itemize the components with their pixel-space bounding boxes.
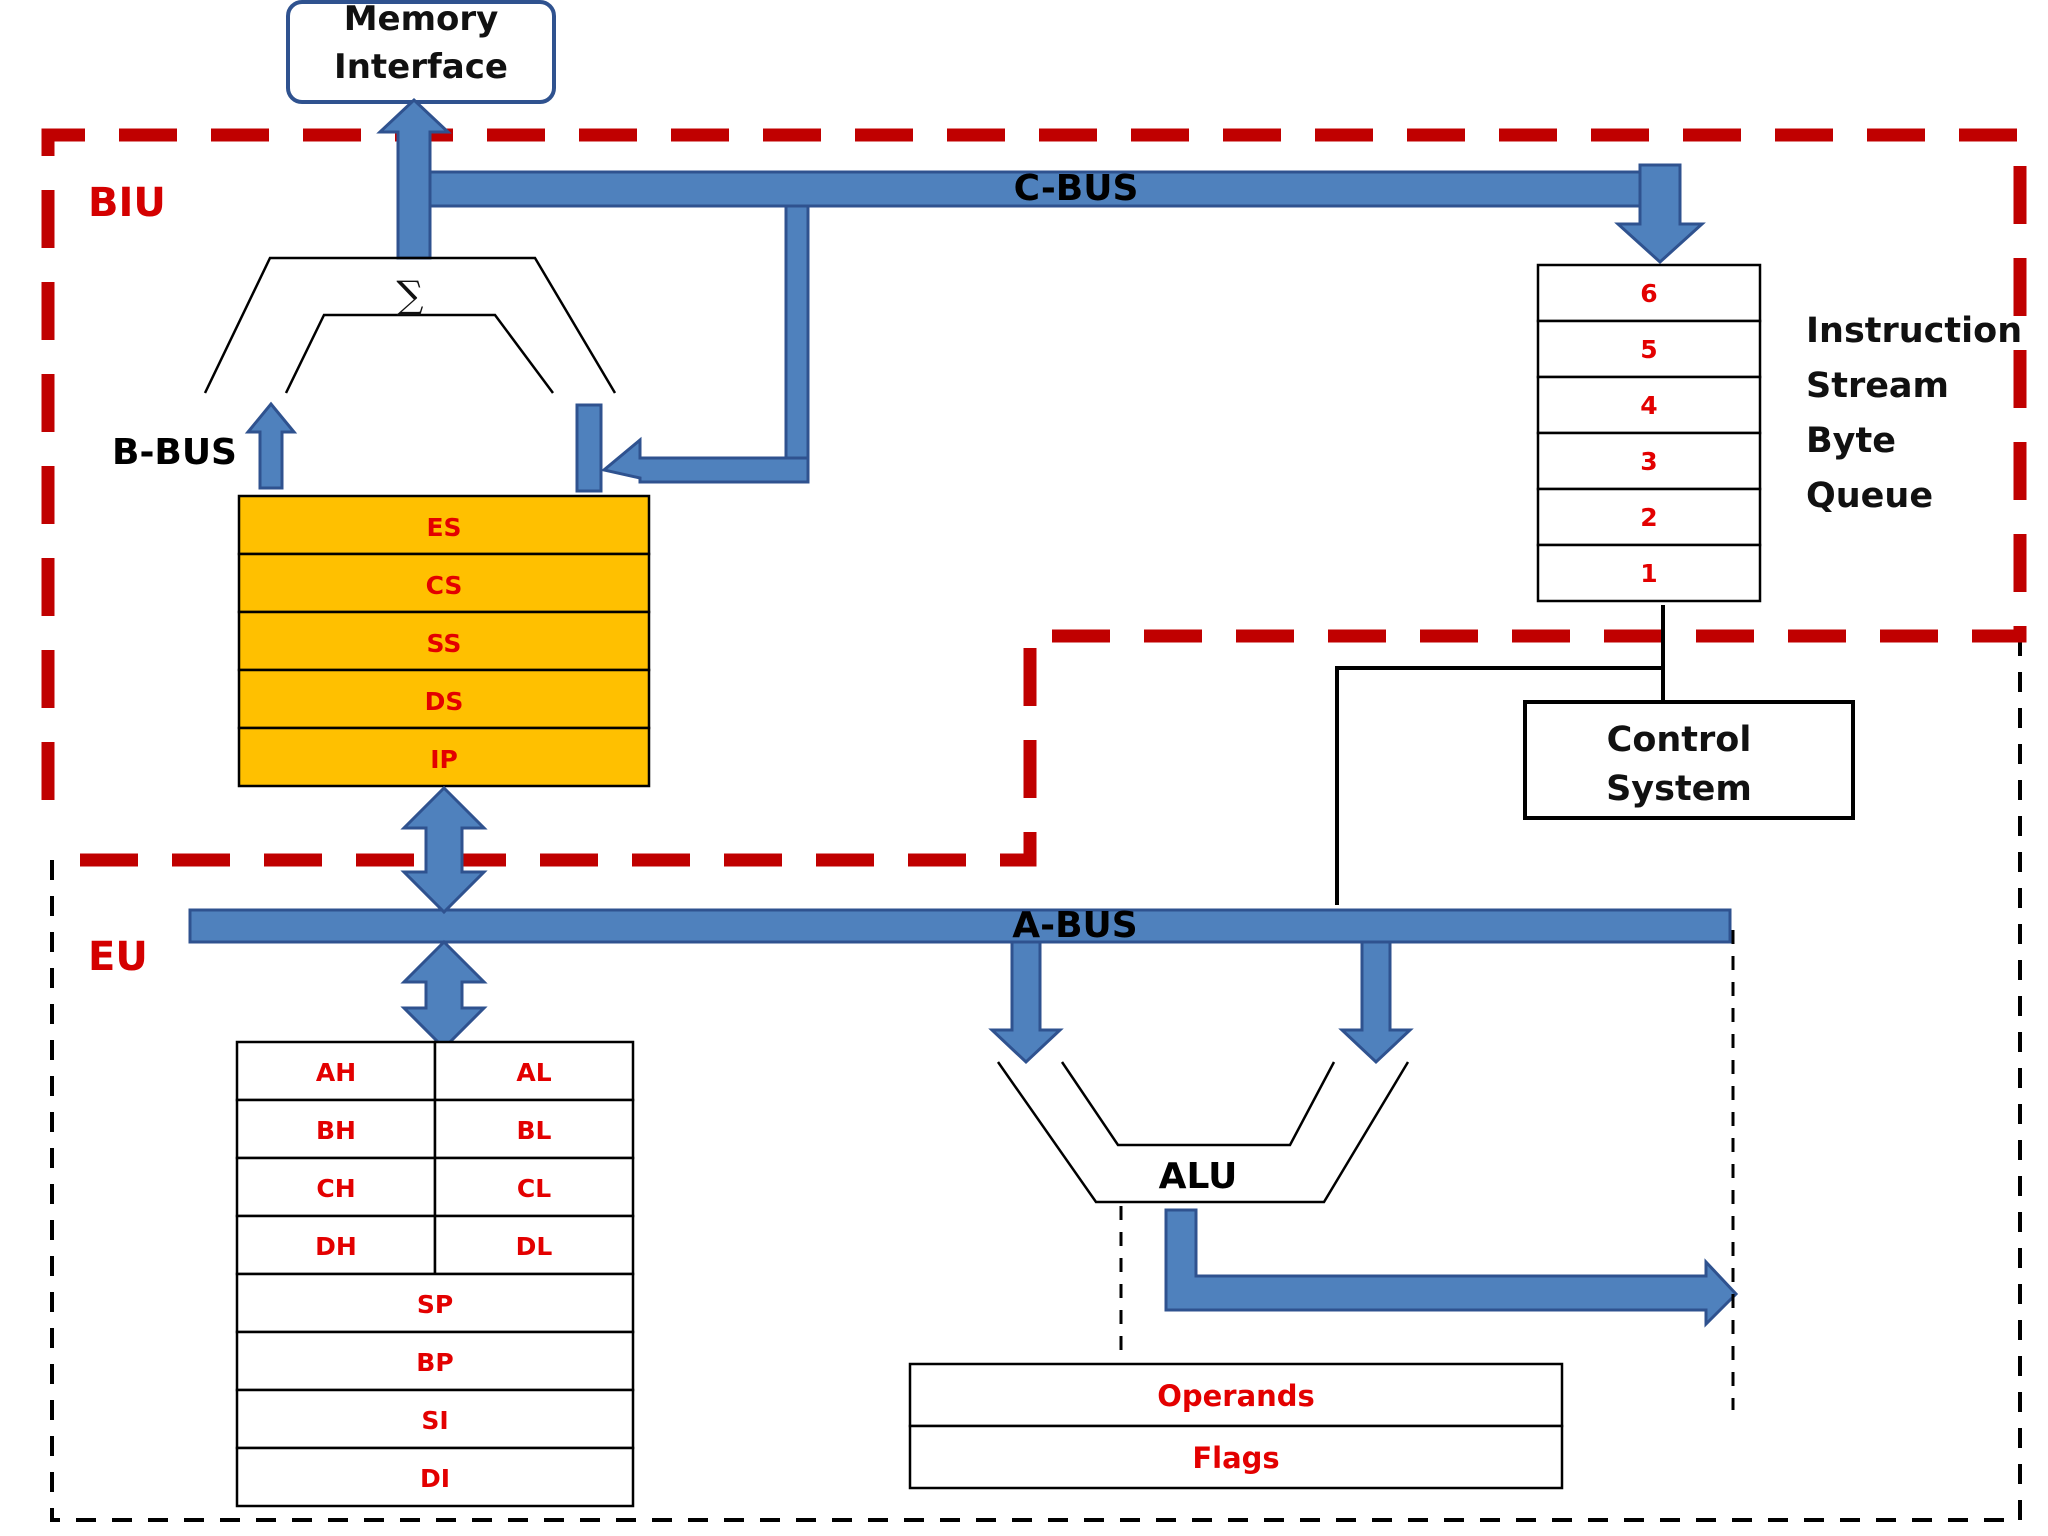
queue-slot-label: 1 xyxy=(1640,559,1657,588)
segment-input-bar xyxy=(575,403,603,493)
c-bus-drop xyxy=(784,204,810,466)
segment-register-cell xyxy=(237,494,651,556)
c-bus-segment-arrow xyxy=(600,436,810,484)
register-high-label: AH xyxy=(316,1058,356,1087)
alu-input-arrow-left xyxy=(988,940,1064,1065)
register-cell-low xyxy=(433,1040,635,1102)
register-cell-high xyxy=(235,1156,437,1218)
memory-interface-line-1: Memory xyxy=(344,0,499,39)
alu-input-arrow-right xyxy=(1338,940,1414,1065)
instruction-queue: 6 5 4 3 2 1 xyxy=(1536,263,1762,603)
eu-label: EU xyxy=(88,934,148,980)
memory-interface-line-2: Interface xyxy=(334,47,508,87)
control-system-line-1: Control xyxy=(1607,720,1752,760)
segment-registers: ES CS SS DS IP xyxy=(237,494,651,788)
pointer-register-cell xyxy=(235,1272,635,1334)
queue-slot-label: 4 xyxy=(1640,391,1657,420)
segment-register-label: ES xyxy=(426,513,461,542)
queue-slot xyxy=(1536,431,1762,491)
register-cell-low xyxy=(433,1156,635,1218)
biu-border xyxy=(41,128,2027,867)
register-cell-low xyxy=(433,1098,635,1160)
adder-sigma: ∑ xyxy=(396,273,423,317)
segment-register-cell xyxy=(237,726,651,788)
register-low-label: BL xyxy=(517,1116,552,1145)
b-bus-label: B-BUS xyxy=(112,432,237,473)
pointer-register-cell xyxy=(235,1446,635,1508)
segment-register-label: CS xyxy=(426,571,463,600)
pointer-register-label: SP xyxy=(417,1290,453,1319)
queue-slot-label: 5 xyxy=(1640,335,1657,364)
queue-label-line-3: Byte xyxy=(1806,421,1896,461)
segment-register-label: DS xyxy=(425,687,464,716)
register-cell-high xyxy=(235,1214,437,1276)
pointer-register-cell xyxy=(235,1388,635,1450)
register-cell-low xyxy=(433,1214,635,1276)
general-a-bus-double-arrow xyxy=(400,939,488,1051)
segment-register-label: IP xyxy=(430,745,458,774)
queue-slot-label: 6 xyxy=(1640,279,1657,308)
queue-slot-label: 2 xyxy=(1640,503,1657,532)
register-low-label: AL xyxy=(516,1058,551,1087)
control-system-line-2: System xyxy=(1606,769,1752,809)
segment-a-bus-double-arrow xyxy=(400,785,488,915)
memory-interface-box xyxy=(286,0,556,104)
queue-slot xyxy=(1536,543,1762,603)
queue-label-line-1: Instruction xyxy=(1806,311,2022,351)
biu-label: BIU xyxy=(88,180,166,226)
queue-slot-label: 3 xyxy=(1640,447,1657,476)
eu-border xyxy=(50,640,2022,1522)
alu-shape xyxy=(996,1061,1410,1204)
segment-register-cell xyxy=(237,610,651,672)
register-high-label: BH xyxy=(316,1116,356,1145)
alu-label: ALU xyxy=(1159,1156,1238,1197)
queue-slot xyxy=(1536,375,1762,435)
pointer-register-label: DI xyxy=(420,1464,450,1493)
flags-label: Flags xyxy=(1192,1441,1279,1475)
control-connector xyxy=(1335,605,1665,905)
b-bus-arrow xyxy=(244,401,298,490)
address-adder xyxy=(203,256,617,394)
flags-box xyxy=(908,1424,1564,1490)
c-bus-label: C-BUS xyxy=(1014,168,1139,209)
c-bus-queue-arrow xyxy=(1614,163,1706,265)
register-high-label: CH xyxy=(316,1174,355,1203)
a-bus xyxy=(188,908,1732,944)
queue-slot xyxy=(1536,263,1762,323)
pointer-register-cell xyxy=(235,1330,635,1392)
memory-up-arrow xyxy=(376,97,452,260)
operands-box xyxy=(908,1362,1564,1428)
queue-label-line-4: Queue xyxy=(1806,476,1933,516)
alu-output-arrow xyxy=(1164,1208,1739,1328)
a-bus-label: A-BUS xyxy=(1012,905,1137,946)
segment-register-cell xyxy=(237,668,651,730)
pointer-register-label: SI xyxy=(421,1406,448,1435)
register-cell-high xyxy=(235,1040,437,1102)
register-low-label: DL xyxy=(516,1232,553,1261)
c-bus xyxy=(418,170,1654,208)
queue-label-line-2: Stream xyxy=(1806,366,1949,406)
operands-label: Operands xyxy=(1157,1379,1315,1413)
pointer-register-label: BP xyxy=(416,1348,453,1377)
control-system-box xyxy=(1523,700,1855,820)
general-registers: AH AL BH BL CH CL DH DL SP BP SI DI xyxy=(235,1040,635,1508)
segment-register-label: SS xyxy=(427,629,462,658)
register-low-label: CL xyxy=(517,1174,551,1203)
register-high-label: DH xyxy=(315,1232,357,1261)
